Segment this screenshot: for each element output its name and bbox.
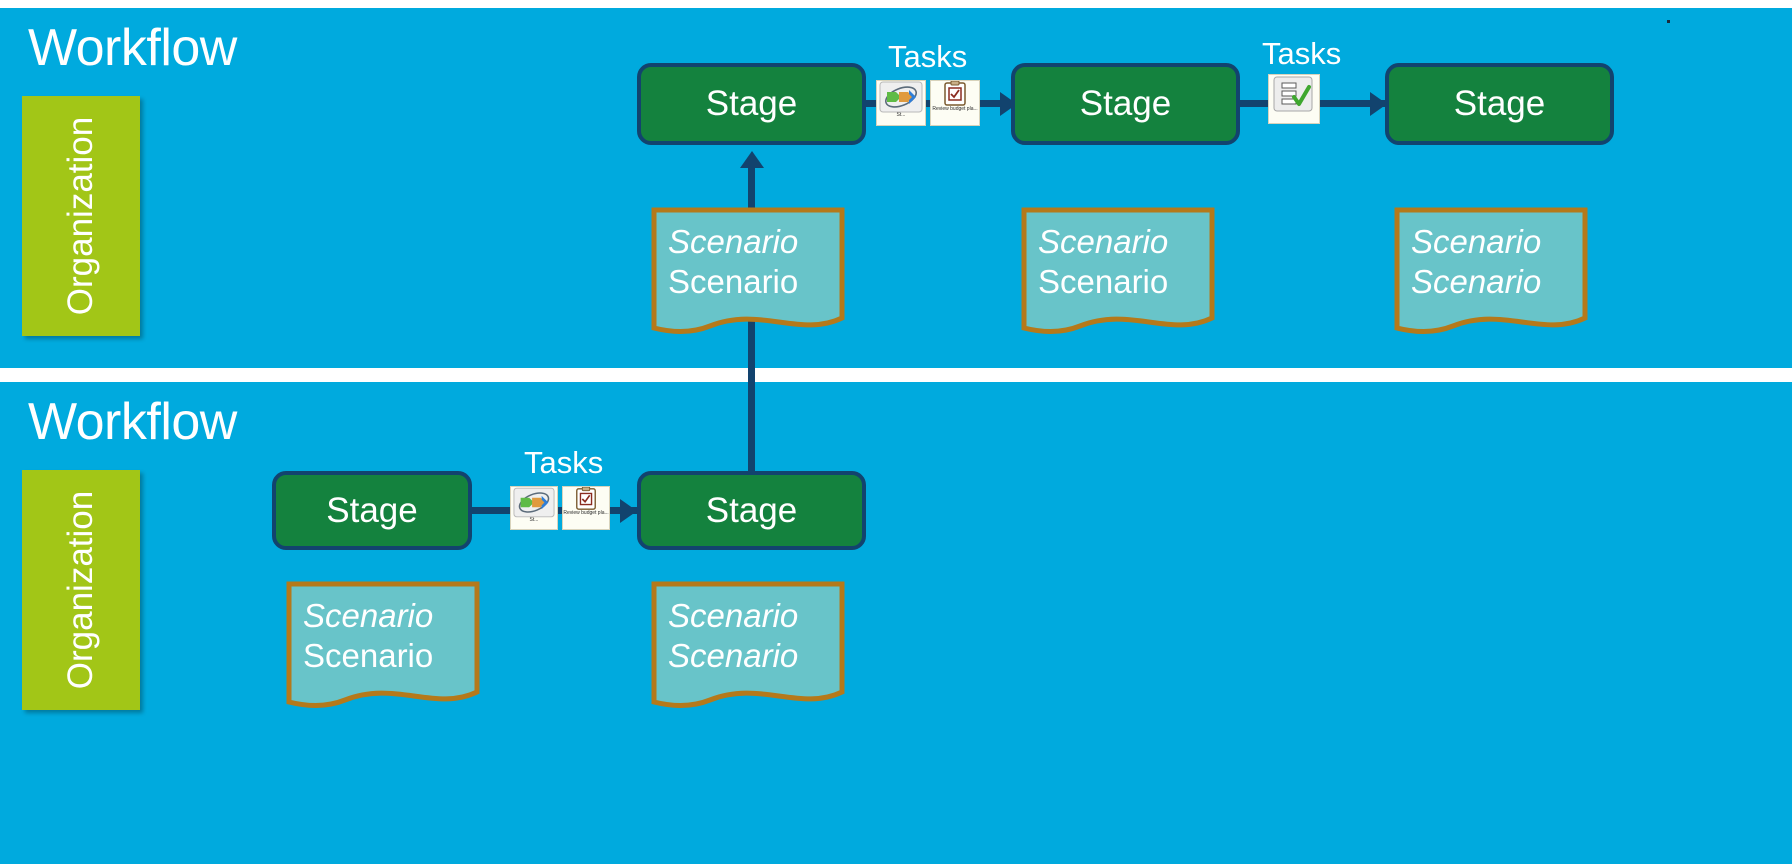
organization-lane-bottom: Organization [22, 470, 140, 710]
organization-label-wrap: Organization [22, 470, 140, 710]
arrow-head-stage2-bottom [620, 499, 637, 523]
scenario-text: Scenario Scenario [1020, 222, 1216, 302]
scenario-line-1: Scenario [1038, 223, 1169, 260]
clipboard-check-icon[interactable]: Review budget pla... [562, 486, 610, 530]
page-title-top: Workflow [28, 19, 237, 77]
stage-label: Stage [1079, 84, 1172, 123]
workflow-lane-bottom: Workflow Organization Stage Tasks St... … [0, 382, 1792, 864]
scenario-note-2-top[interactable]: Scenario Scenario [1020, 206, 1216, 346]
tasks-label-group1-bottom: Tasks [524, 445, 604, 480]
organization-label: Organization [61, 116, 101, 316]
clipboard-check-icon[interactable]: Review budget pla... [930, 80, 980, 126]
scenario-line-2: Scenario [303, 637, 434, 674]
process-swirl-caption: St... [896, 112, 906, 118]
stage-label: Stage [705, 84, 798, 123]
scenario-text: Scenario Scenario [285, 596, 481, 676]
artifact-speck [1667, 20, 1670, 23]
checklist-check-icon[interactable] [1268, 74, 1320, 124]
scenario-line-1: Scenario [668, 597, 799, 634]
connector-cross-lane-stub [748, 382, 755, 471]
stage-box-1-bottom[interactable]: Stage [272, 471, 472, 550]
organization-label-wrap: Organization [22, 96, 140, 336]
stage-label: Stage [1453, 84, 1546, 123]
scenario-line-2: Scenario [1411, 263, 1542, 300]
arrow-head-stage3-top [1370, 92, 1387, 116]
process-swirl-caption: St... [529, 517, 539, 523]
scenario-line-1: Scenario [668, 223, 799, 260]
clipboard-check-caption: Review budget pla... [563, 510, 609, 516]
scenario-text: Scenario Scenario [650, 222, 846, 302]
scenario-note-1-top[interactable]: Scenario Scenario [650, 206, 846, 346]
scenario-line-2: Scenario [668, 263, 799, 300]
organization-lane-top: Organization [22, 96, 140, 336]
stage-box-2-top[interactable]: Stage [1011, 63, 1240, 145]
tasks-label-group1-top: Tasks [888, 39, 968, 74]
scenario-line-1: Scenario [303, 597, 434, 634]
scenario-note-2-bottom[interactable]: Scenario Scenario [650, 580, 846, 720]
organization-label: Organization [61, 490, 101, 690]
stage-box-1-top[interactable]: Stage [637, 63, 866, 145]
page-title-bottom: Workflow [28, 393, 237, 451]
process-swirl-icon[interactable]: St... [510, 486, 558, 530]
stage-box-3-top[interactable]: Stage [1385, 63, 1614, 145]
scenario-text: Scenario Scenario [650, 596, 846, 676]
scenario-text: Scenario Scenario [1393, 222, 1589, 302]
scenario-line-2: Scenario [1038, 263, 1169, 300]
clipboard-check-caption: Review budget pla... [932, 106, 978, 112]
workflow-lane-top: Workflow Organization Stage Tasks St... … [0, 8, 1792, 388]
scenario-note-1-bottom[interactable]: Scenario Scenario [285, 580, 481, 720]
process-swirl-icon[interactable]: St... [876, 80, 926, 126]
stage-label: Stage [326, 490, 418, 530]
stage-box-2-bottom[interactable]: Stage [637, 471, 866, 550]
scenario-line-1: Scenario [1411, 223, 1542, 260]
arrow-head-cross-lane [740, 151, 764, 168]
scenario-line-2: Scenario [668, 637, 799, 674]
stage-label: Stage [705, 490, 798, 530]
tasks-label-group2-top: Tasks [1262, 36, 1342, 71]
scenario-note-3-top[interactable]: Scenario Scenario [1393, 206, 1589, 346]
